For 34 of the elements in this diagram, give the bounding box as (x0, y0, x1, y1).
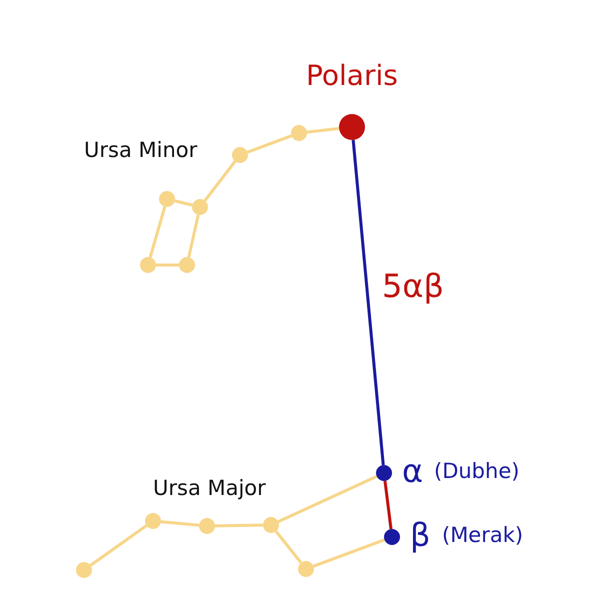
star-dot (291, 125, 307, 141)
constellation-line (156, 264, 179, 266)
constellation-label: Ursa Major (153, 478, 266, 499)
star-dot (179, 257, 195, 273)
star-dot (76, 562, 92, 578)
constellation-line (174, 199, 193, 207)
star-dot (192, 199, 208, 215)
constellation-line (352, 140, 385, 466)
star-name-label: β (410, 519, 430, 551)
star-dot (298, 561, 314, 577)
star-dot (145, 513, 161, 529)
constellation-line (246, 134, 292, 154)
star-name-label: Polaris (306, 62, 398, 90)
constellation-line (278, 474, 378, 524)
constellation-label: Ursa Minor (84, 140, 198, 161)
star-name-label: (Merak) (442, 525, 524, 546)
constellation-line (306, 126, 340, 134)
constellation-line (90, 524, 148, 567)
star-dot (199, 518, 215, 534)
constellation-line (274, 530, 302, 564)
constellation-line (312, 538, 386, 568)
star-name-label: α (402, 455, 424, 487)
constellation-line (384, 480, 392, 530)
constellation-line (148, 206, 166, 258)
constellation-line (214, 524, 264, 528)
edge-label: 5αβ (382, 270, 444, 302)
constellation-line (204, 160, 236, 202)
star-dot (159, 191, 175, 207)
constellation-line (160, 520, 200, 527)
star-name-label: (Dubhe) (434, 461, 520, 482)
star-dot (232, 147, 248, 163)
star-dot (263, 517, 279, 533)
constellation-line (187, 214, 200, 258)
star-dot (140, 257, 156, 273)
